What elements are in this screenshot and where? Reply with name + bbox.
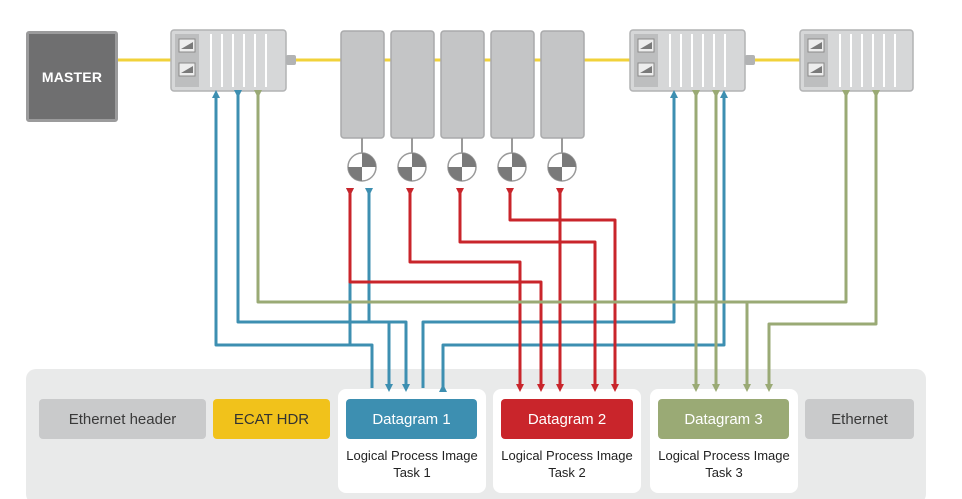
datagram-1-caption: Logical Process Image Task 1 [337,447,487,481]
ecat-hdr-label: ECAT HDR [233,410,310,428]
caption-line: Task 1 [393,465,431,480]
ethernet-header-field: Ethernet header [39,399,206,439]
datagram-1-label: Datagram 1 [372,410,451,428]
io-module-1 [170,29,296,92]
ecat-hdr-field: ECAT HDR [213,399,330,439]
caption-line: Task 2 [548,465,586,480]
caption-line: Logical Process Image [501,448,633,463]
master-label: MASTER [41,68,103,85]
green-link [747,90,850,304]
datagram-1-field: Datagram 1 [346,399,477,439]
datagram-2-label: Datagram 2 [527,410,607,428]
caption-line: Logical Process Image [346,448,478,463]
datagram-2-caption: Logical Process Image Task 2 [492,447,642,481]
ethernet-header-label: Ethernet header [68,410,177,428]
io-module-3 [799,29,914,92]
drive-modules [340,30,585,182]
master-box: MASTER [26,31,118,122]
caption-line: Task 3 [705,465,743,480]
caption-line: Logical Process Image [658,448,790,463]
datagram-3-field: Datagram 3 [658,399,789,439]
red-link [406,188,524,392]
green-link [765,90,880,392]
datagram-2-field: Datagram 2 [501,399,633,439]
green-link [254,90,751,392]
io-module-2 [629,29,755,92]
datagram-3-caption: Logical Process Image Task 3 [649,447,799,481]
ethernet-trailer-field: Ethernet [805,399,914,439]
ethernet-trailer-label: Ethernet [831,410,888,428]
datagram-3-label: Datagram 3 [684,410,763,428]
red-link [506,188,619,392]
